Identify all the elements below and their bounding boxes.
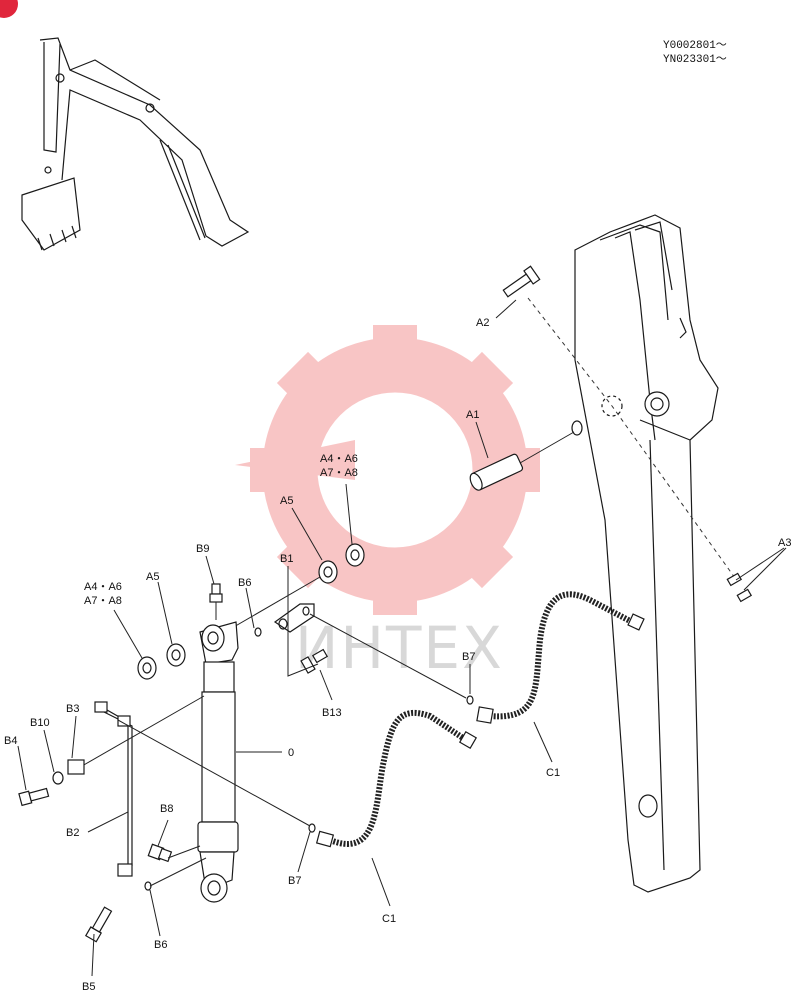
grease-nipple-b9 — [209, 583, 223, 620]
washer-b10 — [52, 771, 64, 785]
label-b7-lower: B7 — [288, 875, 301, 887]
label-b6-upper: B6 — [238, 577, 251, 589]
label-b7-upper: B7 — [462, 651, 475, 663]
label-b1: B1 — [280, 553, 293, 565]
label-a5-right: A5 — [280, 495, 293, 507]
bolt-a2 — [502, 265, 541, 298]
label-b9: B9 — [196, 543, 209, 555]
label-leader-lines — [17, 299, 787, 977]
label-b6-lower: B6 — [154, 939, 167, 951]
bolt-b5 — [84, 906, 113, 943]
serial-range-2: YN023301～ — [663, 54, 727, 66]
cylinder-base-line — [149, 857, 207, 887]
label-c1-left: C1 — [382, 913, 396, 925]
label-a4a6-right: A4・A6 — [320, 453, 358, 465]
o-ring-b7-upper — [466, 695, 474, 705]
b1-leader-bracket — [287, 566, 319, 677]
bolt-b4 — [18, 787, 50, 807]
o-ring-b6-upper — [254, 627, 262, 637]
label-a2: A2 — [476, 317, 489, 329]
washers-left — [137, 643, 186, 680]
label-b3: B3 — [66, 703, 79, 715]
bolt-b13 — [300, 648, 329, 674]
label-zero: 0 — [288, 747, 294, 759]
label-a1: A1 — [466, 409, 479, 421]
harness-b2 — [94, 701, 133, 877]
excavator-arm — [571, 214, 719, 893]
o-ring-b7-lower — [308, 823, 316, 833]
serial-range-1: Y0002801～ — [663, 40, 727, 52]
nuts-a3 — [726, 572, 753, 603]
harness-line-upper — [117, 719, 311, 827]
key-map-excavator-thumbnail — [21, 37, 250, 251]
clamp-b3 — [67, 759, 85, 775]
hose-c1-right — [476, 591, 645, 724]
label-b10: B10 — [30, 717, 50, 729]
label-a7a8-left: A7・A8 — [84, 595, 122, 607]
label-a5-left: A5 — [146, 571, 159, 583]
washers-right — [318, 543, 365, 584]
label-b4: B4 — [4, 735, 17, 747]
label-a7a8-right: A7・A8 — [320, 467, 358, 479]
alignment-line-a1 — [519, 431, 575, 464]
alignment-line-a2 — [527, 297, 736, 579]
sensor-b8 — [147, 843, 201, 863]
label-b2: B2 — [66, 827, 79, 839]
b1-clamp-line — [309, 613, 467, 699]
label-b8: B8 — [160, 803, 173, 815]
label-a4a6-left: A4・A6 — [84, 581, 122, 593]
pin-a1 — [469, 453, 524, 491]
pin-axis-line — [231, 576, 321, 629]
arm-cylinder — [197, 621, 282, 903]
hose-c1-left — [315, 709, 478, 848]
label-c1-right: C1 — [546, 767, 560, 779]
corner-badge — [0, 0, 18, 18]
label-b13: B13 — [322, 707, 342, 719]
clamp-b1 — [273, 603, 315, 633]
label-a3: A3 — [778, 537, 791, 549]
label-b5: B5 — [82, 981, 95, 993]
harness-line-lower — [81, 695, 205, 767]
watermark-text: ИНТЕХ — [295, 614, 504, 682]
